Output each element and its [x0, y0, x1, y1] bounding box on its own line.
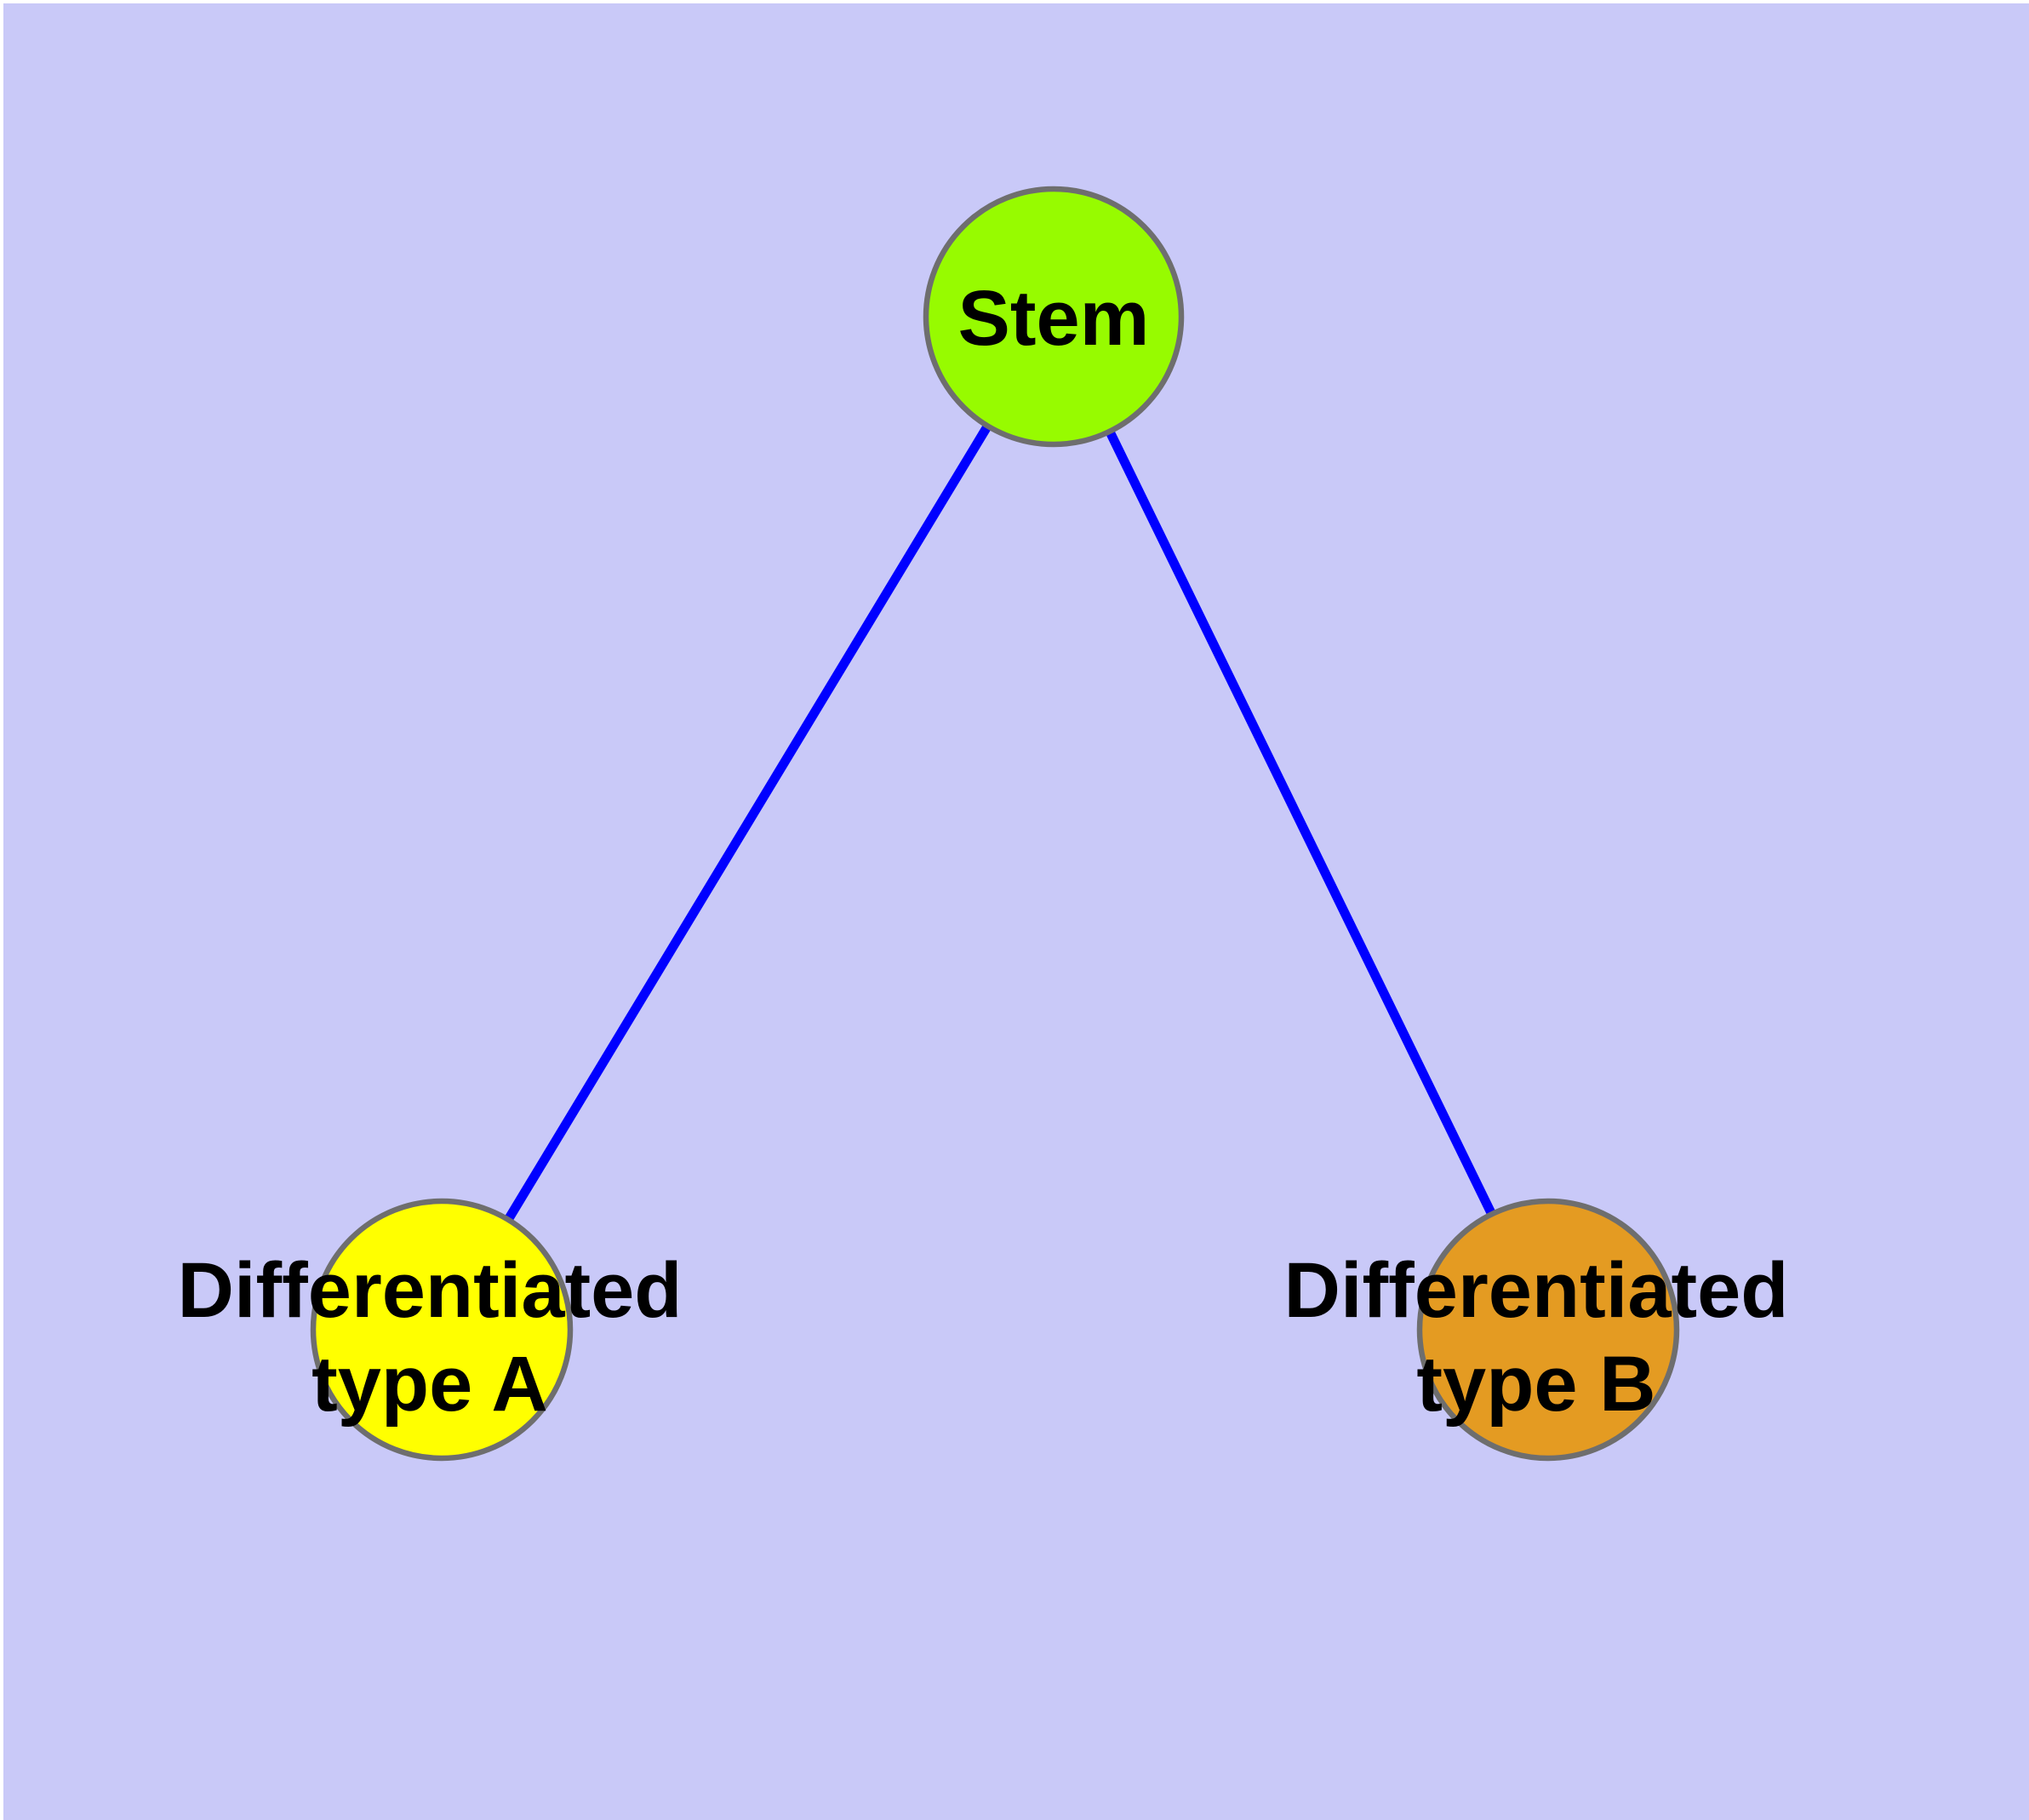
node-type-b-label-line1: Differentiated — [1284, 1247, 1789, 1334]
node-type-a-circle — [310, 1198, 574, 1462]
node-type-b-circle — [1416, 1198, 1680, 1462]
node-stem-circle — [923, 186, 1185, 448]
edge-stem-to-type-a — [437, 314, 1058, 1332]
node-type-b-label-line2: type B — [1416, 1341, 1655, 1428]
node-stem-label: Stem — [958, 275, 1150, 362]
node-type-a-label-line2: type A — [311, 1341, 548, 1428]
node-type-a-label-line1: Differentiated — [178, 1247, 683, 1334]
edge-stem-to-type-b — [1049, 314, 1552, 1332]
